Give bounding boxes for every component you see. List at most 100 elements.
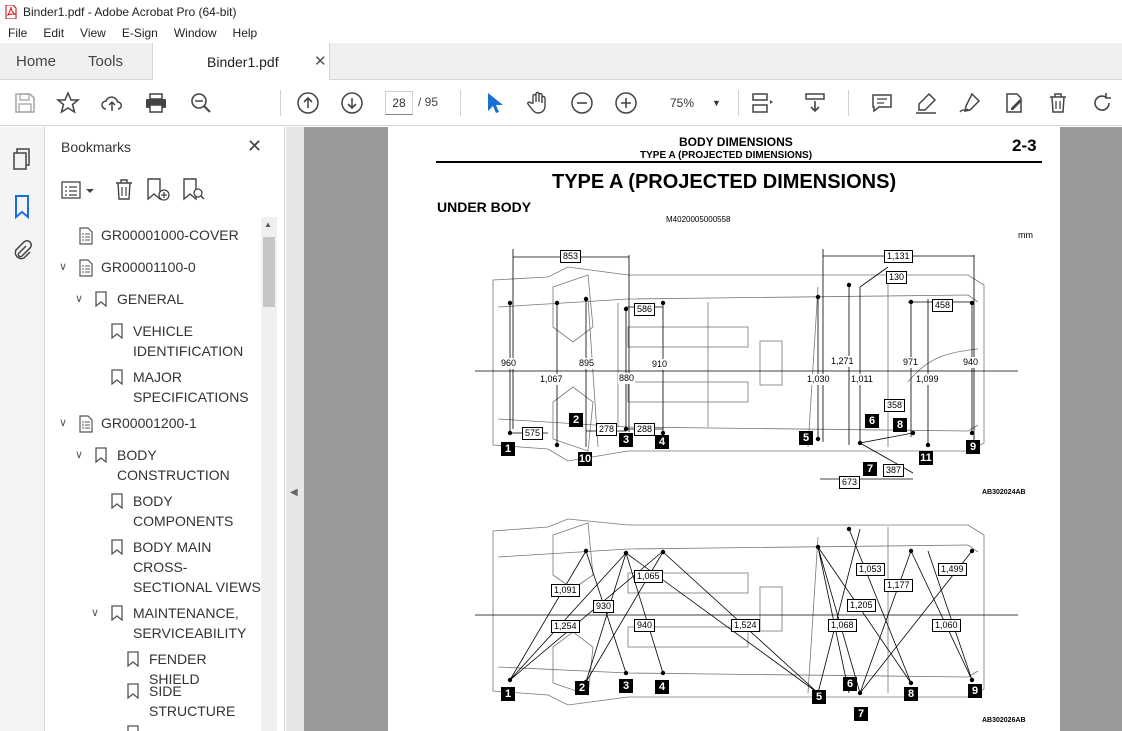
dimension-label: 1,177 [884, 579, 913, 592]
rotate-icon[interactable] [1090, 91, 1114, 115]
find-bookmark-icon[interactable] [181, 177, 207, 208]
bookmark-ribbon-icon [111, 369, 123, 386]
dimension-label: 1,254 [551, 620, 580, 633]
dimension-label: 853 [560, 250, 582, 263]
bookmarks-tree: GR00001000-COVER ∨ GR00001100-0 ∨ GENERA… [45, 217, 261, 731]
bookmark-star-icon[interactable] [55, 91, 81, 115]
bookmarks-scrollbar[interactable]: ▲ [261, 217, 277, 731]
sign-pen-icon[interactable] [958, 91, 982, 115]
window-title: Binder1.pdf - Adobe Acrobat Pro (64-bit) [23, 4, 237, 19]
page-layout-icon[interactable] [750, 91, 774, 115]
tab-tools[interactable]: Tools [88, 53, 124, 70]
dimension-label: 358 [884, 399, 906, 412]
document-code: M4020005000558 [666, 215, 731, 224]
attachments-icon[interactable] [10, 239, 34, 268]
dimension-label: 1,099 [915, 374, 940, 385]
find-zoom-icon[interactable] [189, 91, 213, 115]
bookmark-item-general[interactable]: GENERAL [117, 291, 184, 307]
point-marker: 4 [655, 435, 669, 449]
bookmark-item-body-construction[interactable]: BODY CONSTRUCTION [117, 447, 230, 483]
bookmarks-toolbar [57, 177, 267, 205]
dimension-label: 1,271 [830, 356, 855, 367]
select-cursor-icon[interactable] [482, 91, 506, 115]
bookmark-item-gr1200[interactable]: GR00001200-1 [101, 415, 197, 431]
bookmark-page-icon [79, 227, 93, 245]
dimension-label: 930 [593, 600, 615, 613]
hand-tool-icon[interactable] [526, 91, 550, 115]
document-area: ◀ BODY DIMENSIONS TYPE A (PROJECTED DIME… [286, 127, 1122, 731]
menu-view[interactable]: View [80, 26, 106, 40]
zoom-out-icon[interactable] [570, 91, 594, 115]
options-menu-icon[interactable] [61, 179, 97, 206]
chevron-down-icon[interactable]: ∨ [75, 293, 84, 305]
page-header-title: BODY DIMENSIONS [679, 135, 793, 149]
menu-bar: File Edit View E-Sign Window Help [0, 23, 1122, 43]
page-number-input[interactable]: 28 [385, 91, 413, 115]
scroll-mode-icon[interactable] [803, 91, 827, 115]
comment-icon[interactable] [870, 91, 894, 115]
acrobat-file-icon [5, 4, 17, 19]
print-icon[interactable] [144, 91, 168, 115]
previous-page-icon[interactable] [296, 91, 320, 115]
highlight-pen-icon[interactable] [914, 91, 938, 115]
menu-window[interactable]: Window [173, 26, 217, 40]
unit-label: mm [1018, 230, 1033, 240]
close-tab-icon[interactable]: ✕ [314, 53, 327, 70]
bookmark-item-gr1100[interactable]: GR00001100-0 [101, 259, 196, 275]
chevron-down-icon[interactable]: ∨ [59, 261, 68, 273]
point-marker: 2 [575, 681, 589, 695]
chevron-down-icon[interactable]: ∨ [59, 417, 68, 429]
bookmark-ribbon-icon [95, 291, 107, 308]
delete-icon[interactable] [1046, 91, 1070, 115]
menu-help[interactable]: Help [232, 26, 258, 40]
dimension-label: 1,205 [847, 599, 876, 612]
bookmark-page-icon [79, 415, 93, 433]
tab-home[interactable]: Home [16, 53, 57, 70]
bookmark-item-major-specifications[interactable]: MAJOR SPECIFICATIONS [133, 369, 249, 405]
edit-pdf-icon[interactable] [1002, 91, 1026, 115]
point-marker: 1 [501, 687, 515, 701]
menu-file[interactable]: File [8, 26, 28, 40]
bookmark-item-side-structure[interactable]: SIDE STRUCTURE [149, 683, 236, 719]
bookmarks-panel-icon[interactable] [10, 194, 34, 225]
tab-row: Home Tools Binder1.pdf ✕ [0, 43, 1122, 80]
dimension-label: 1,011 [850, 374, 874, 385]
menu-esign[interactable]: E-Sign [121, 26, 158, 40]
bookmark-item-cover[interactable]: GR00001000-COVER [101, 227, 239, 243]
scroll-up-icon[interactable]: ▲ [264, 220, 272, 229]
save-icon[interactable] [13, 91, 37, 115]
point-marker: 10 [578, 452, 592, 466]
zoom-in-icon[interactable] [614, 91, 638, 115]
menu-edit[interactable]: Edit [43, 26, 65, 40]
new-bookmark-icon[interactable] [145, 177, 171, 208]
dimension-label: 1,091 [551, 584, 580, 597]
dimension-label: 1,524 [731, 619, 760, 632]
dimension-label: 278 [596, 423, 618, 436]
bookmark-item-body-components[interactable]: BODY COMPONENTS [133, 493, 234, 529]
underbody-figure-2 [492, 518, 985, 706]
chevron-down-icon[interactable]: ∨ [75, 449, 84, 461]
dimension-label: 387 [883, 464, 905, 477]
tab-document[interactable]: Binder1.pdf ✕ [152, 43, 330, 80]
bookmark-item-vehicle-identification[interactable]: VEHICLE IDENTIFICATION [133, 323, 244, 359]
bookmarks-title: Bookmarks [61, 139, 132, 155]
figure-2-dimension-lines [509, 528, 973, 694]
bookmark-item-maintenance-serviceability[interactable]: MAINTENANCE, SERVICEABILITY [133, 605, 247, 641]
bookmark-item-fender-shield[interactable]: FENDER SHIELD [149, 651, 207, 687]
upload-cloud-icon[interactable] [100, 91, 124, 115]
page-thumbnails-icon[interactable] [10, 147, 34, 176]
dimension-label: 1,131 [884, 250, 913, 263]
zoom-level-select[interactable]: 75% ▼ [660, 91, 726, 115]
next-page-icon[interactable] [340, 91, 364, 115]
scrollbar-thumb[interactable] [263, 237, 275, 307]
bookmark-ribbon-icon [111, 493, 123, 510]
dimension-label: 1,060 [932, 619, 961, 632]
collapse-panel-icon[interactable]: ◀ [290, 487, 298, 498]
underbody-figure-1 [492, 266, 985, 462]
close-panel-icon[interactable]: ✕ [247, 136, 263, 156]
dimension-label: 130 [886, 271, 908, 284]
delete-bookmark-icon[interactable] [113, 177, 135, 206]
bookmark-ribbon-icon [127, 683, 139, 700]
bookmark-item-body-main-cross-sectional-views[interactable]: BODY MAIN CROSS-SECTIONAL VIEWS [133, 539, 261, 595]
chevron-down-icon[interactable]: ∨ [91, 607, 100, 619]
